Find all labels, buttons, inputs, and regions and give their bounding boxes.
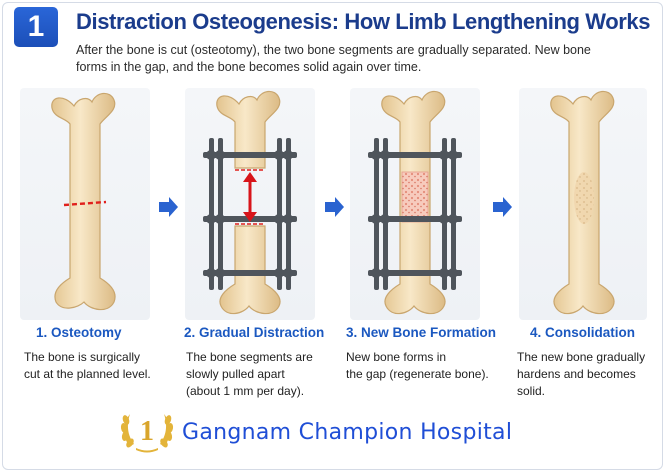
description-line: New bone forms in (346, 350, 447, 364)
osteotomy-bone-illustration (51, 92, 116, 311)
description-line: cut at the planned level. (24, 367, 151, 381)
description-line: solid. (517, 384, 546, 398)
page-subtitle: After the bone is cut (osteotomy), the t… (76, 42, 636, 76)
page-title: Distraction Osteogenesis: How Limb Lengt… (76, 9, 651, 34)
hospital-name: Gangnam Champion Hospital (182, 420, 513, 445)
external-fixator-frame (368, 138, 462, 290)
description-line: the gap (regenerate bone). (346, 367, 489, 381)
step-4-title: 4. Consolidation (530, 325, 636, 340)
upper-bone-segment (216, 90, 281, 169)
consolidation-bone-illustration (550, 90, 615, 315)
step-3-title: 3. New Bone Formation (346, 325, 497, 340)
description-line: The new bone gradually (517, 350, 646, 364)
step-arrow-icon (159, 197, 178, 217)
description-line: hardens and becomes (517, 367, 636, 381)
osteotomy-cut-line (63, 200, 107, 207)
logo-numeral: 1 (140, 416, 154, 447)
step-2-illustration-panel (185, 88, 315, 320)
description-line: (about 1 mm per day). (186, 384, 305, 398)
description-line: The bone segments are (186, 350, 313, 364)
subtitle-line: forms in the gap, and the bone becomes s… (76, 60, 422, 74)
description-line: The bone is surgically (24, 350, 141, 364)
step-2-title: 2. Gradual Distraction (184, 325, 325, 340)
step-1-illustration-panel (20, 88, 150, 320)
lower-bone-segment (219, 225, 281, 315)
step-3-illustration-panel (350, 88, 480, 320)
subtitle-line: After the bone is cut (osteotomy), the t… (76, 43, 591, 57)
step-4-illustration-panel (519, 88, 647, 320)
step-2-description: The bone segments are slowly pulled apar… (186, 349, 313, 400)
step-1-description: The bone is surgically cut at the planne… (24, 349, 151, 383)
section-number-badge: 1 (14, 7, 58, 47)
step-arrow-icon (493, 197, 512, 217)
description-line: slowly pulled apart (186, 367, 285, 381)
distraction-arrow-icon (243, 172, 257, 222)
distraction-illustration (203, 90, 297, 315)
laurel-logo-icon: 1 (120, 414, 174, 453)
step-4-description: The new bone gradually hardens and becom… (517, 349, 645, 400)
step-3-description: New bone forms in the gap (regenerate bo… (346, 349, 489, 383)
step-arrow-icon (325, 197, 344, 217)
femur-bone (51, 92, 116, 311)
regenerate-bone-tissue (401, 171, 429, 223)
new-bone-formation-illustration (368, 90, 462, 315)
consolidated-regenerate-area (574, 172, 594, 224)
step-1-title: 1. Osteotomy (36, 325, 122, 340)
